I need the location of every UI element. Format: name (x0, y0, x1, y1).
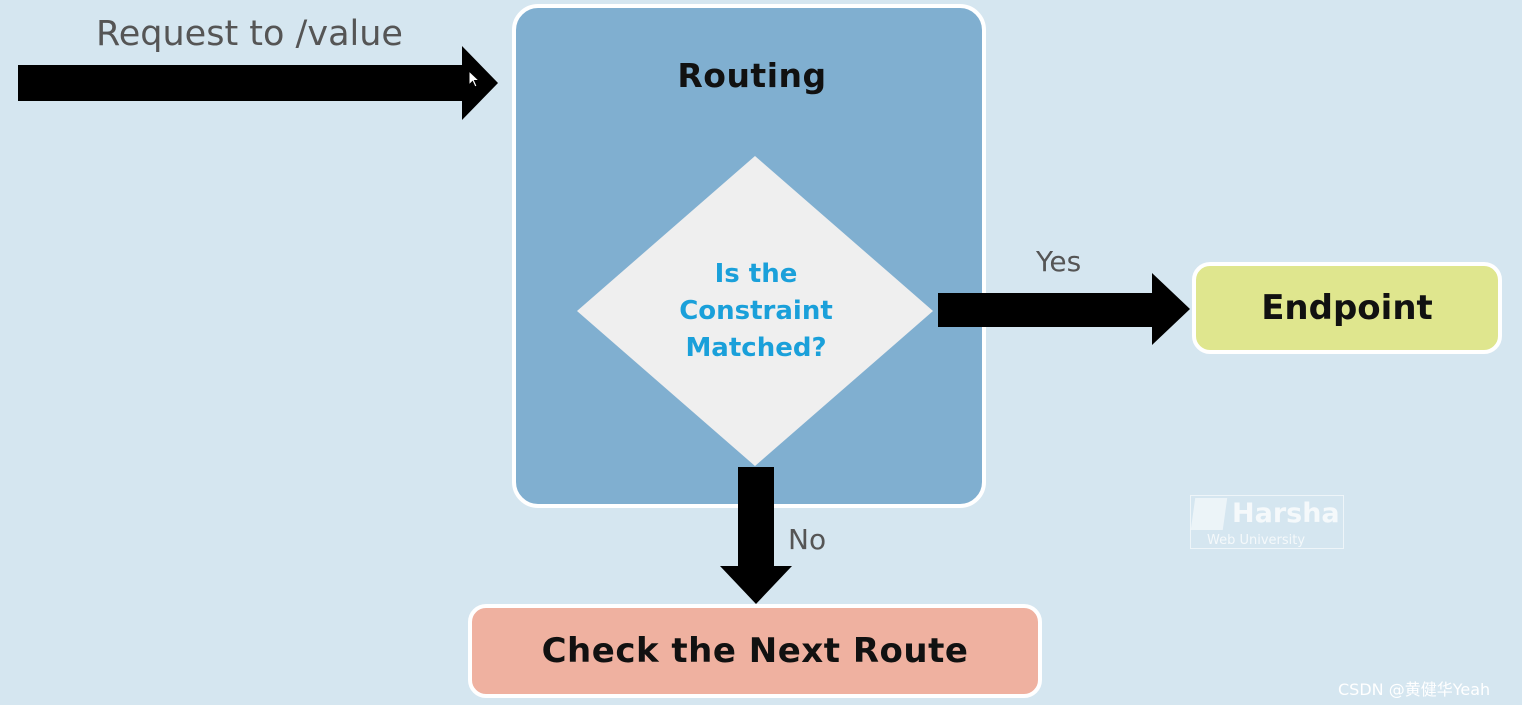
no-arrow (720, 467, 792, 604)
mouse-cursor-icon (468, 70, 481, 88)
credit-text: CSDN @黄健华Yeah (1338, 680, 1491, 699)
decision-question: Is the Constraint Matched? (636, 256, 876, 367)
yes-label: Yes (1036, 245, 1082, 278)
routing-title: Routing (677, 56, 827, 95)
no-label: No (788, 523, 827, 556)
next-route-label: Check the Next Route (541, 631, 969, 671)
watermark-title: Harsha (1232, 498, 1340, 529)
yes-arrow (938, 273, 1190, 345)
decision-line: Matched? (685, 333, 827, 363)
decision-line: Constraint (679, 296, 833, 326)
decision-line: Is the (714, 259, 798, 289)
next-route-box: Check the Next Route (468, 604, 1042, 698)
watermark (1190, 495, 1344, 549)
harsha-logo-icon (1190, 498, 1228, 530)
request-label: Request to /value (96, 14, 403, 54)
watermark-subtitle: Web University (1207, 533, 1306, 548)
endpoint-label: Endpoint (1261, 288, 1433, 328)
endpoint-box: Endpoint (1192, 262, 1502, 354)
decision-diamond (577, 156, 933, 466)
